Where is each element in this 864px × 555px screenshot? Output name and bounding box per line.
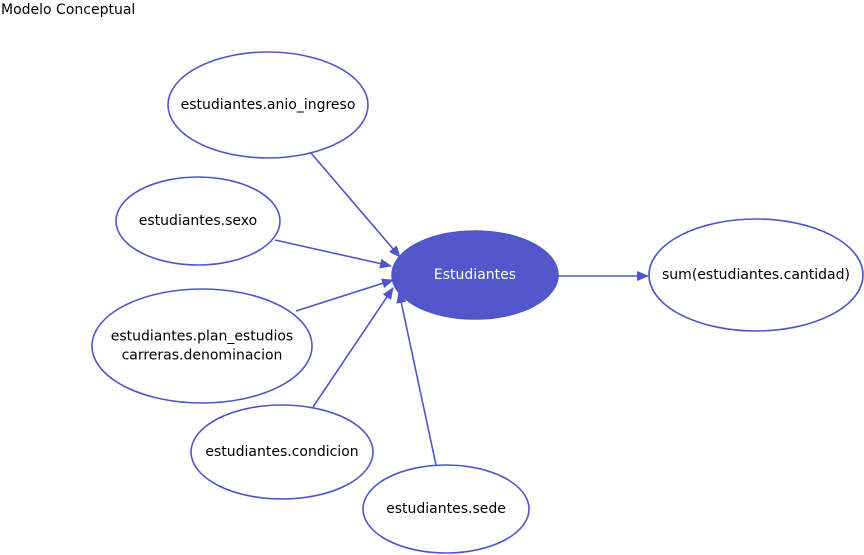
node-fact: Estudiantes (391, 230, 559, 320)
node-condicion-label: estudiantes.condicion (205, 444, 358, 460)
node-anio-ingreso-label: estudiantes.anio_ingreso (181, 97, 356, 113)
node-sede-label: estudiantes.sede (386, 501, 506, 517)
edge-anio-ingreso-to-fact (310, 152, 401, 258)
node-condicion-ellipse (190, 404, 374, 500)
node-plan-estudios-ellipse (91, 288, 313, 404)
node-anio-ingreso: estudiantes.anio_ingreso (167, 51, 369, 159)
node-sexo-label: estudiantes.sexo (139, 213, 257, 229)
node-sede: estudiantes.sede (362, 464, 530, 554)
node-sexo: estudiantes.sexo (115, 176, 281, 266)
edge-plan-estudios-to-fact (295, 278, 394, 312)
edges-layer (274, 152, 649, 466)
node-plan-estudios-label: carreras.denominacion (122, 348, 283, 364)
node-plan-estudios-label: estudiantes.plan_estudios (111, 329, 293, 345)
node-condicion: estudiantes.condicion (190, 404, 374, 500)
page-title: Modelo Conceptual (1, 2, 136, 18)
node-cantidad: sum(estudiantes.cantidad) (648, 218, 864, 332)
edge-condicion-to-fact (312, 287, 394, 408)
node-sede-ellipse (362, 464, 530, 554)
node-sexo-ellipse (115, 176, 281, 266)
node-fact-ellipse (391, 230, 559, 320)
node-plan-estudios: estudiantes.plan_estudios carreras.denomi… (91, 288, 313, 404)
edge-sede-to-fact (396, 291, 437, 466)
node-cantidad-label: sum(estudiantes.cantidad) (662, 267, 850, 283)
node-cantidad-ellipse (648, 218, 864, 332)
edge-sexo-to-fact (274, 239, 392, 269)
nodes-layer: estudiantes.anio_ingreso estudiantes.sexo… (91, 51, 864, 554)
node-anio-ingreso-ellipse (167, 51, 369, 159)
node-fact-label: Estudiantes (434, 267, 516, 283)
